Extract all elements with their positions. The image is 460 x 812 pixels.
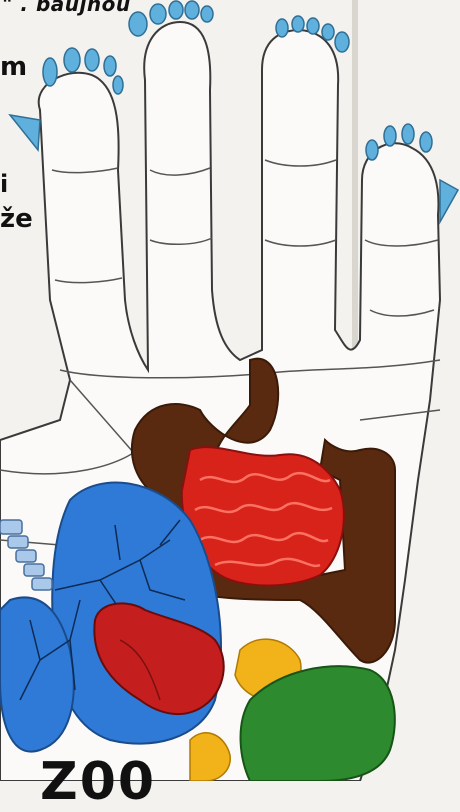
hand-organ-map-svg bbox=[0, 0, 460, 781]
cut-off-bottom-heading: Z00 bbox=[40, 752, 156, 812]
reflexology-hand-illustration: " . baujnou m i že bbox=[0, 0, 460, 781]
